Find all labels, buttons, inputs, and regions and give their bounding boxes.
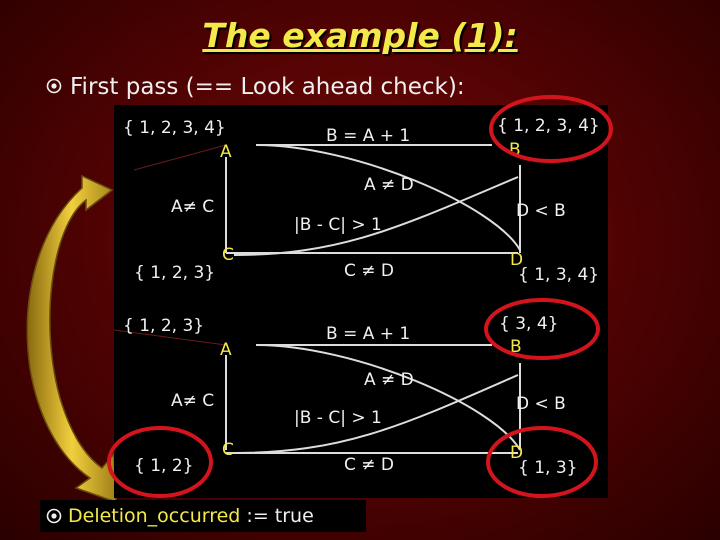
domain-a-bottom: { 1, 2, 3} (123, 316, 205, 336)
domain-d-top: { 1, 3, 4} (518, 265, 600, 285)
constraint-edges (114, 144, 521, 454)
node-b-top: B (509, 140, 521, 160)
node-a-top: A (220, 142, 232, 162)
deletion-assign: := true (240, 505, 314, 527)
deletion-status-line: Deletion_occurred := true (40, 500, 366, 532)
domain-c-top: { 1, 2, 3} (134, 263, 216, 283)
constraint-b-eq-a-plus-1-bottom: B = A + 1 (326, 324, 411, 344)
constraint-a-ne-c-top: A≠ C (171, 197, 215, 217)
bullet-first-pass: First pass (== Look ahead check): (46, 74, 465, 100)
constraint-b-eq-a-plus-1-top: B = A + 1 (326, 126, 411, 146)
ring-domain-d-bottom (486, 426, 598, 498)
node-a-bottom: A (220, 340, 232, 360)
ring-domain-b-top (489, 95, 613, 163)
constraint-c-ne-d-top: C ≠ D (344, 261, 395, 281)
node-b-bottom: B (510, 337, 522, 357)
constraint-a-ne-c-bottom: A≠ C (171, 391, 215, 411)
bullet-text: First pass (== Look ahead check): (70, 74, 465, 100)
domain-b-top: { 1, 2, 3, 4} (497, 116, 600, 136)
domain-a-top: { 1, 2, 3, 4} (123, 118, 226, 138)
constraint-a-ne-d-bottom: A ≠ D (364, 370, 414, 390)
constraint-c-ne-d-bottom: C ≠ D (344, 455, 395, 475)
domain-b-bottom: { 3, 4} (499, 314, 559, 334)
slide-title: The example (1): (202, 16, 518, 55)
constraint-abs-b-c-bottom: |B - C| > 1 (294, 408, 382, 428)
ring-domain-b-bottom (484, 298, 600, 360)
constraint-d-lt-b-top: D < B (516, 201, 566, 221)
circle-dot-icon (46, 502, 62, 534)
constraint-d-lt-b-bottom: D < B (516, 394, 566, 414)
ring-domain-c-bottom (107, 426, 213, 498)
circle-dot-icon (46, 74, 62, 100)
node-d-top: D (510, 250, 524, 270)
deletion-variable: Deletion_occurred (68, 505, 241, 527)
node-c-bottom: C (222, 440, 234, 460)
node-c-top: C (222, 245, 234, 265)
domain-c-bottom: { 1, 2} (134, 456, 194, 476)
domain-d-bottom: { 1, 3} (518, 458, 578, 478)
constraint-abs-b-c-top: |B - C| > 1 (294, 215, 382, 235)
node-d-bottom: D (510, 443, 524, 463)
constraint-a-ne-d-top: A ≠ D (364, 175, 414, 195)
